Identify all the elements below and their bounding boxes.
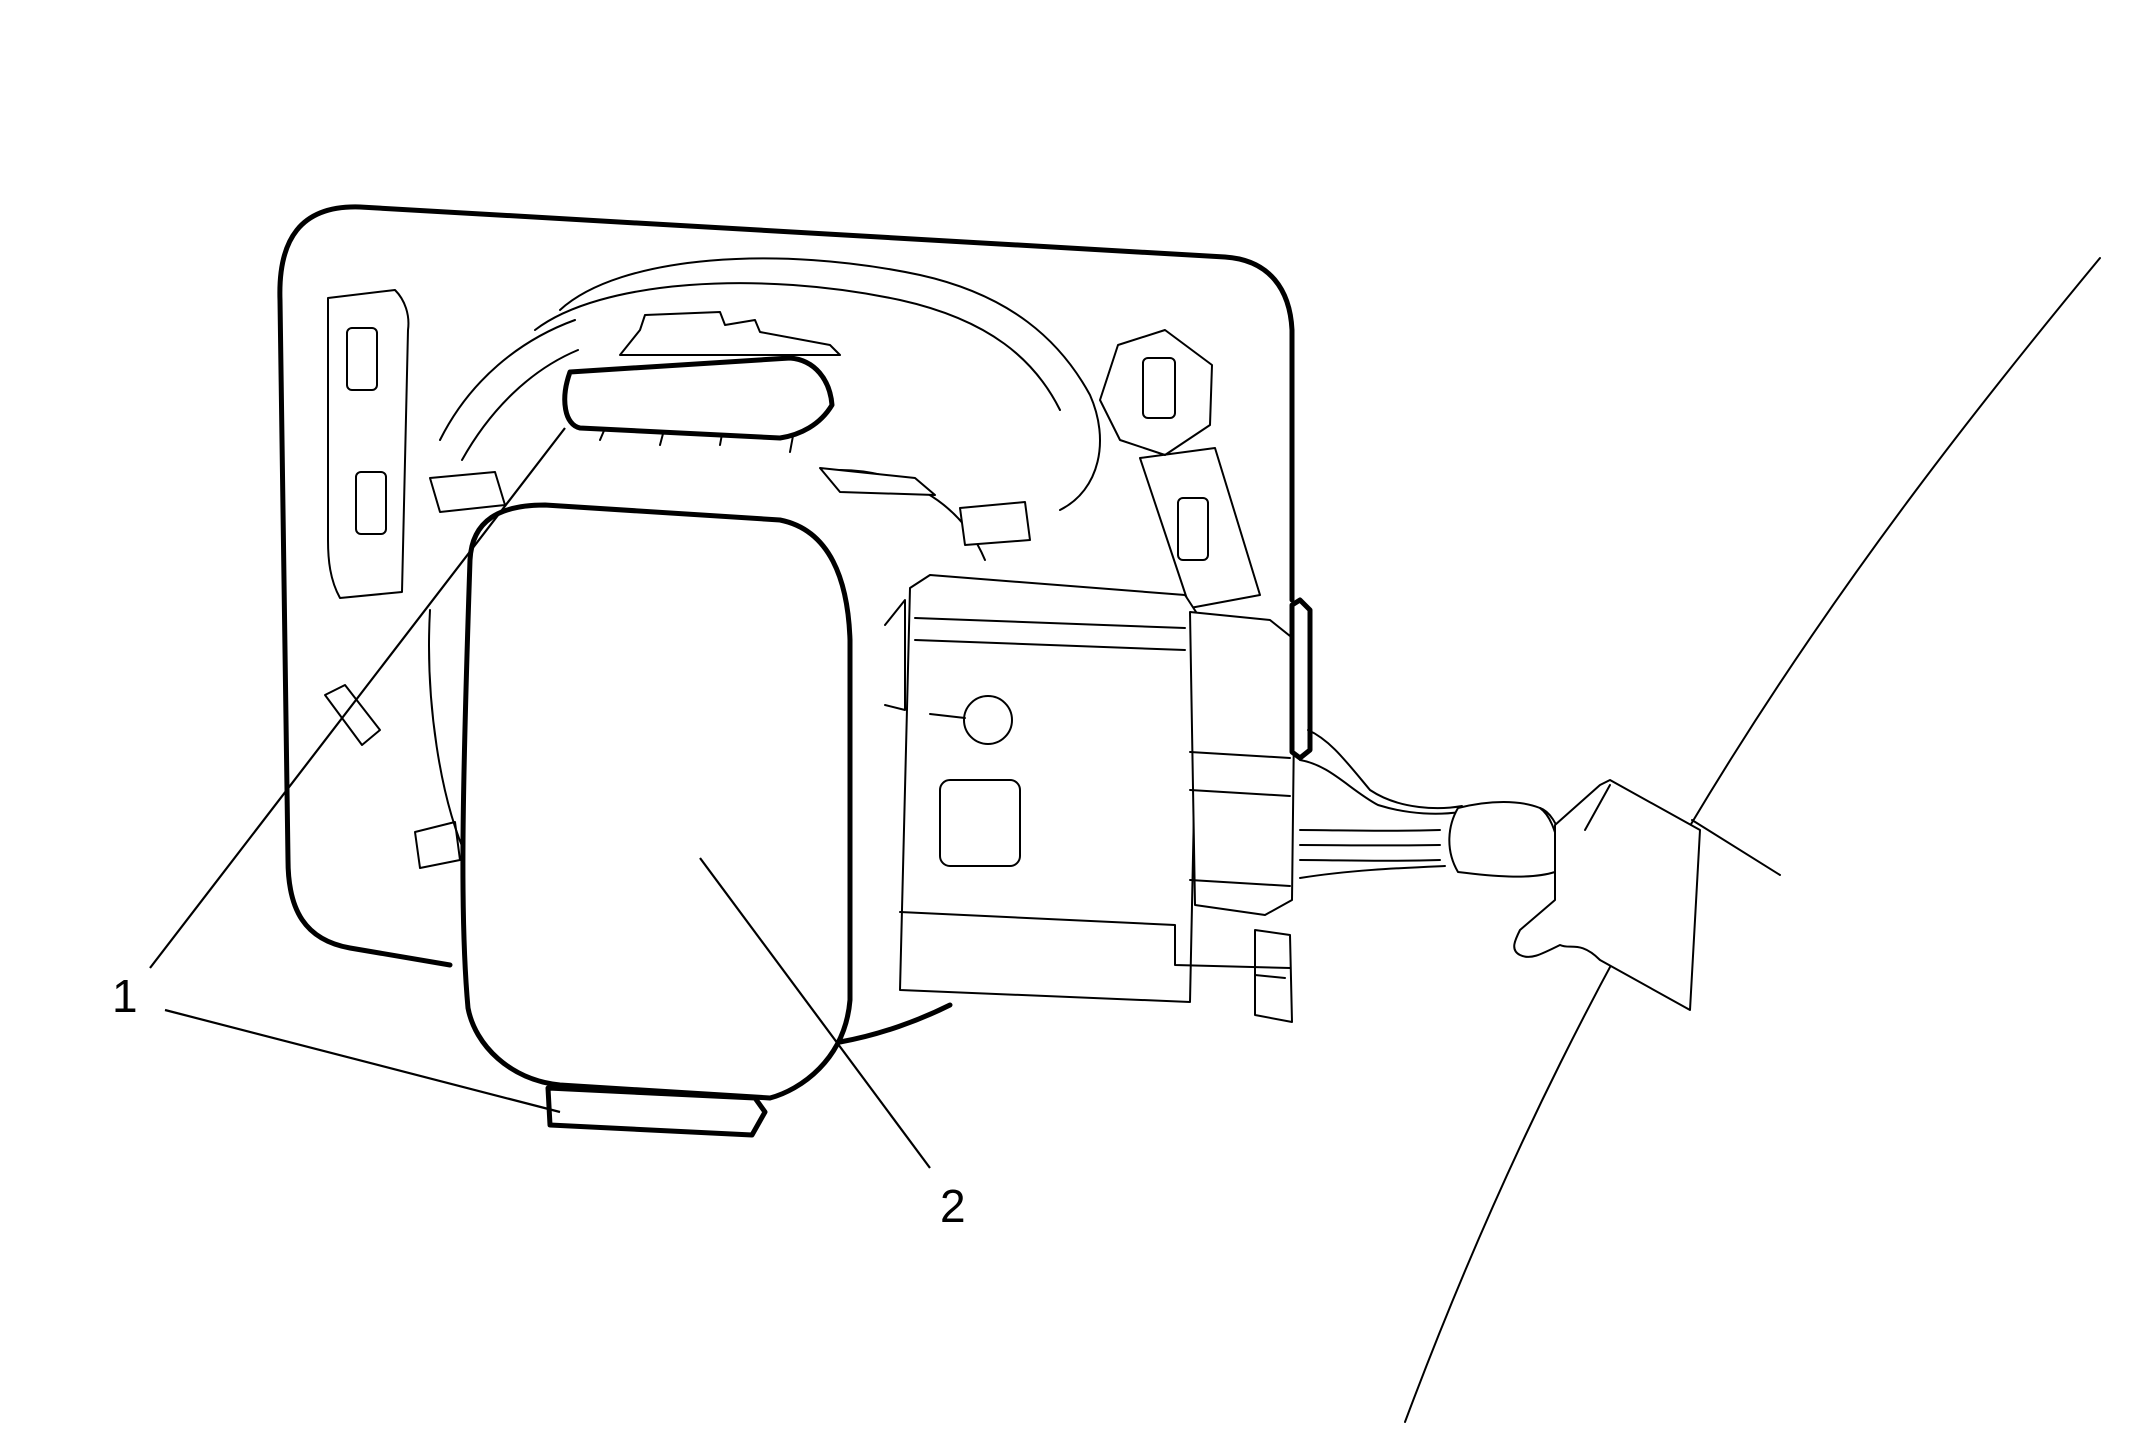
retainer-tab-lower <box>545 1085 768 1138</box>
electrical-connector <box>884 574 1313 1023</box>
module-housing <box>414 257 1101 1045</box>
locator-tabs <box>819 467 1031 546</box>
sensor-module <box>460 502 853 1101</box>
leader-1a <box>149 427 566 969</box>
leader-2 <box>699 857 931 1169</box>
retainer-tab-upper <box>562 311 841 441</box>
leader-1b <box>164 1008 561 1114</box>
callout-label-2: 2 <box>940 1180 966 1232</box>
body-panel-edge <box>1404 257 2101 1423</box>
leader-lines <box>149 427 931 1169</box>
callout-label-1: 1 <box>112 970 138 1022</box>
mounting-plate <box>277 204 1295 968</box>
wire-harness <box>1299 729 1701 1011</box>
